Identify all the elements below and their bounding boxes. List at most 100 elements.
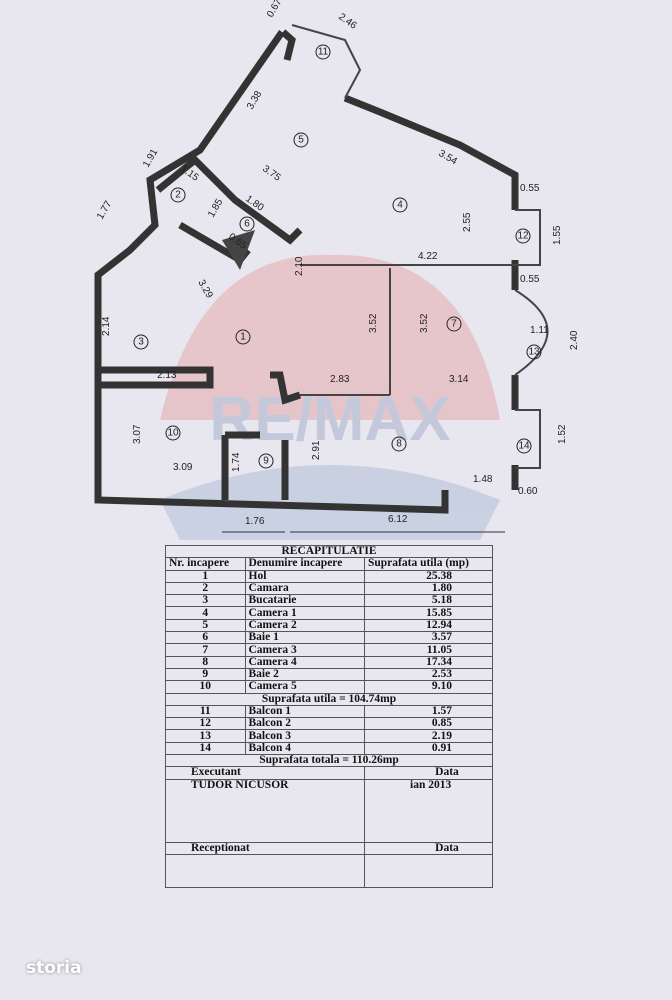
svg-text:1.55: 1.55 [552, 225, 563, 245]
svg-text:6: 6 [244, 219, 250, 230]
remax-watermark: RE/MAX [160, 254, 500, 540]
svg-text:0.55: 0.55 [520, 183, 540, 194]
room-name: Baie 2 [244, 667, 365, 682]
svg-text:1.76: 1.76 [245, 516, 265, 527]
svg-text:6.12: 6.12 [388, 514, 408, 525]
svg-text:2.46: 2.46 [336, 11, 359, 31]
svg-text:0.55: 0.55 [520, 274, 540, 285]
room-area: 1.57 [364, 704, 493, 719]
svg-text:3.29: 3.29 [195, 278, 214, 301]
svg-text:9: 9 [263, 456, 269, 467]
svg-text:3.75: 3.75 [260, 163, 283, 183]
room-number: 11 [165, 704, 246, 719]
svg-text:4: 4 [397, 200, 403, 211]
room-name: Camera 4 [244, 655, 365, 669]
header: Denumire incapere [244, 557, 365, 571]
svg-text:12: 12 [517, 231, 529, 242]
total: Suprafata totala = 110.26mp [165, 754, 493, 768]
header: Nr. incapere [165, 557, 246, 571]
svg-text:2.14: 2.14 [101, 316, 112, 336]
room-area: 2.53 [364, 667, 493, 682]
room-number: 10 [165, 680, 246, 694]
room-number: 6 [165, 631, 246, 645]
room-area: 15.85 [364, 606, 493, 620]
room-area: 17.34 [364, 655, 493, 669]
room-name: Bucatarie [244, 594, 365, 608]
room-area: 12.94 [364, 618, 493, 633]
room-name: Baie 1 [244, 631, 365, 645]
svg-text:1.52: 1.52 [557, 424, 568, 444]
storia-logo: storia [26, 958, 82, 978]
svg-text:2.91: 2.91 [311, 440, 322, 460]
table-title: RECAPITULATIE [165, 544, 493, 559]
room-area: 11.05 [364, 643, 493, 657]
executant-name: TUDOR NICUSOR [165, 778, 365, 843]
svg-text:3.38: 3.38 [245, 89, 264, 112]
room-area: 1.80 [364, 581, 493, 596]
date: ian 2013 [364, 778, 493, 843]
room-name: Balcon 2 [244, 717, 365, 731]
room-name: Hol [244, 569, 365, 583]
room-area: 25.38 [364, 569, 493, 583]
room-name: Balcon 3 [244, 729, 365, 743]
svg-text:1.48: 1.48 [473, 474, 493, 485]
data-label: Data [364, 766, 493, 780]
svg-text:3.52: 3.52 [368, 313, 379, 333]
room-name: Camera 5 [244, 680, 365, 694]
svg-text:7: 7 [451, 319, 457, 330]
svg-text:14: 14 [518, 441, 530, 452]
room-name: Balcon 4 [244, 741, 365, 756]
room-number: 4 [165, 606, 246, 620]
room-area: 0.91 [364, 741, 493, 756]
room-number: 13 [165, 729, 246, 743]
svg-text:RE/MAX: RE/MAX [209, 385, 450, 454]
svg-text:11: 11 [318, 47, 329, 58]
room-name: Camera 3 [244, 643, 365, 657]
room-name: Camera 1 [244, 606, 365, 620]
svg-text:2.10: 2.10 [294, 256, 305, 276]
room-area: 3.57 [364, 631, 493, 645]
header: Suprafata utila (mp) [364, 557, 493, 571]
svg-text:5: 5 [298, 135, 304, 146]
executant-label: Executant [165, 766, 365, 780]
svg-text:0.67: 0.67 [265, 0, 284, 20]
svg-text:3.07: 3.07 [132, 424, 143, 444]
svg-text:8: 8 [396, 439, 402, 450]
subtotal: Suprafata utila = 104.74mp [165, 692, 493, 706]
svg-text:13: 13 [528, 347, 540, 358]
svg-text:1.74: 1.74 [231, 452, 242, 472]
svg-text:2.55: 2.55 [462, 212, 473, 232]
svg-text:0.60: 0.60 [518, 486, 538, 497]
svg-text:10: 10 [167, 428, 179, 439]
svg-text:1.77: 1.77 [95, 199, 114, 222]
svg-text:1.85: 1.85 [206, 197, 225, 220]
receptionat-label: Receptionat [165, 841, 365, 855]
walls [94, 29, 519, 514]
svg-text:1: 1 [240, 332, 246, 343]
svg-text:1.11: 1.11 [530, 325, 549, 336]
room-number: 3 [165, 594, 246, 608]
svg-text:2.40: 2.40 [569, 330, 580, 350]
room-number: 1 [165, 569, 246, 583]
svg-text:3.52: 3.52 [419, 313, 430, 333]
room-number: 12 [165, 717, 246, 731]
svg-text:1.91: 1.91 [141, 147, 160, 170]
room-area: 2.19 [364, 729, 493, 743]
room-number: 2 [165, 581, 246, 596]
svg-text:3.09: 3.09 [173, 462, 193, 473]
svg-text:2.83: 2.83 [330, 374, 350, 385]
room-name: Balcon 1 [244, 704, 365, 719]
